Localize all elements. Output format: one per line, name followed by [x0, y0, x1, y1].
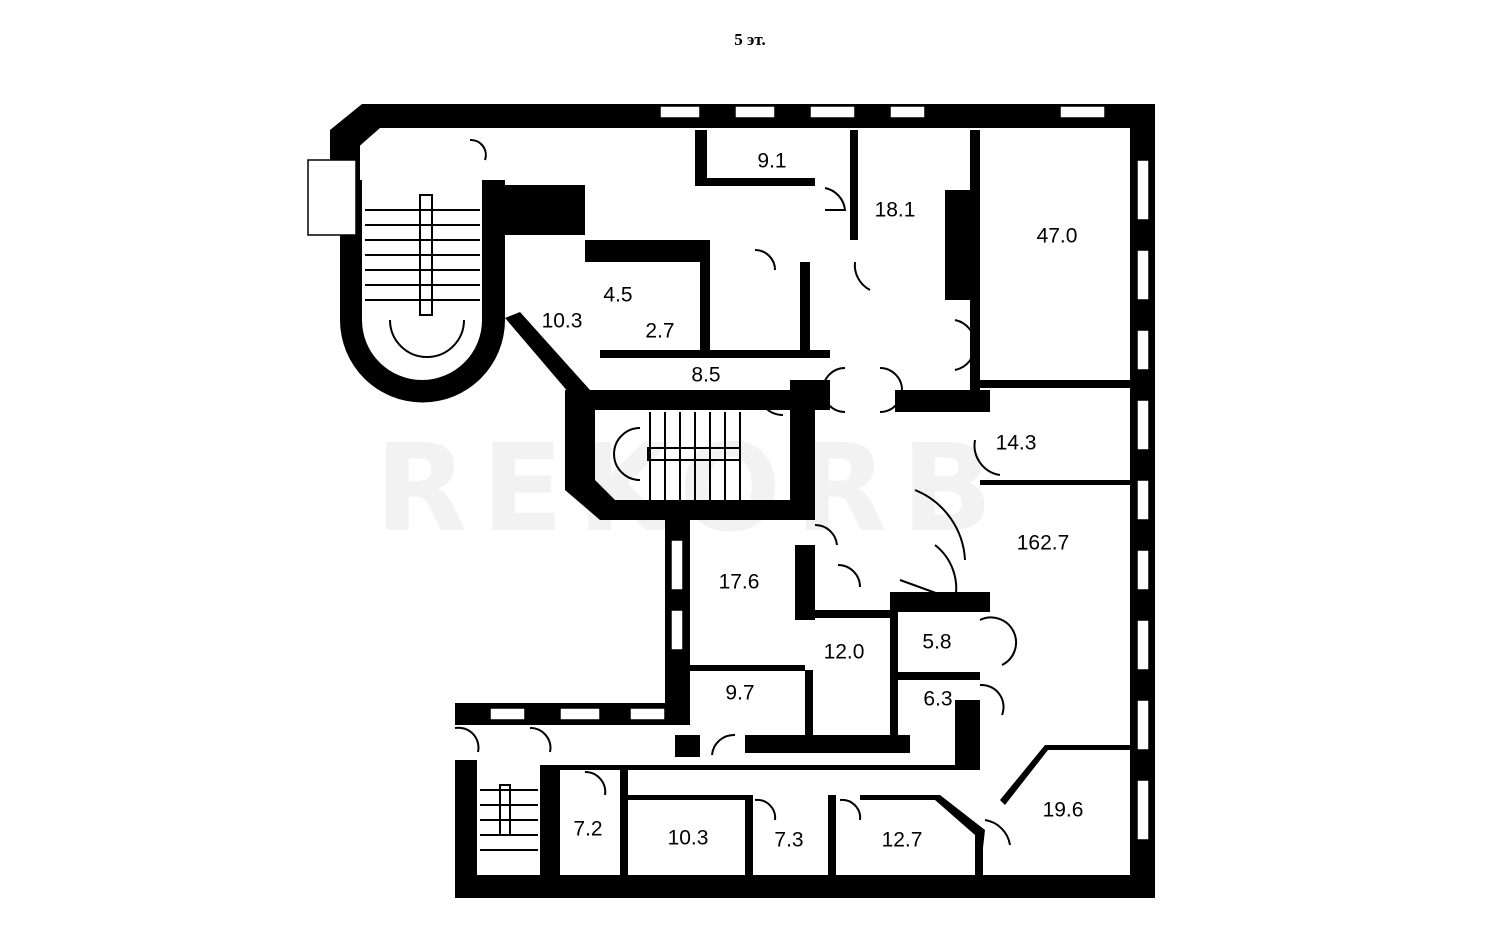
room-area-label: 162.7	[1017, 532, 1070, 555]
room-area-label: 5.7	[540, 200, 569, 223]
room-area-label: 8.5	[691, 364, 720, 387]
doors	[454, 138, 1018, 846]
room-area-label: 7.3	[774, 829, 803, 852]
room-area-label: 9.1	[757, 150, 786, 173]
room-area-label: 12.7	[882, 829, 923, 852]
room-area-label: 18.1	[875, 199, 916, 222]
room-area-label: 2.7	[645, 320, 674, 343]
room-area-label: 47.0	[1037, 225, 1078, 248]
floor-title: 5 эт.	[734, 30, 766, 49]
room-area-label: 10.3	[542, 310, 583, 333]
room-area-label: 14.3	[996, 432, 1037, 455]
room-area-label: 6.3	[923, 688, 952, 711]
room-labels: 9.1 18.1 47.0 5.7 4.5 10.3 2.7 8.5 14.3 …	[540, 150, 1083, 852]
walls	[330, 104, 1155, 898]
watermark-logo: REKORB	[375, 420, 1007, 559]
room-area-label: 17.6	[719, 571, 760, 594]
room-area-label: 7.2	[573, 818, 602, 841]
stairs	[365, 194, 966, 851]
room-area-label: 9.7	[725, 682, 754, 705]
windows	[307, 105, 1150, 841]
room-area-label: 5.8	[922, 631, 951, 654]
room-area-label: 10.3	[668, 827, 709, 850]
room-area-label: 19.6	[1043, 799, 1084, 822]
room-area-label: 4.5	[603, 284, 632, 307]
room-area-label: 12.0	[824, 641, 865, 664]
